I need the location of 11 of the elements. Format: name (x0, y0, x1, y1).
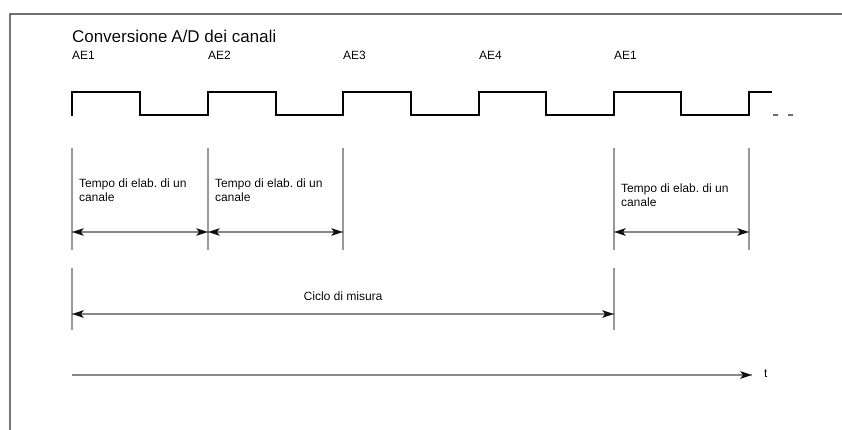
dimension-label: Tempo di elab. di un canale (215, 177, 324, 205)
channel-label: AE1 (72, 49, 95, 63)
dimension-label: Tempo di elab. di un canale (621, 182, 730, 210)
dimension-label: Tempo di elab. di un canale (79, 177, 188, 205)
dimension-label: Ciclo di misura (304, 290, 382, 304)
channel-label: AE3 (343, 49, 366, 63)
channel-label: AE2 (208, 49, 231, 63)
channel-label: AE1 (614, 49, 637, 63)
diagram-title: Conversione A/D dei canali (72, 27, 276, 47)
axis-label: t (764, 367, 768, 381)
channel-label: AE4 (479, 49, 502, 63)
